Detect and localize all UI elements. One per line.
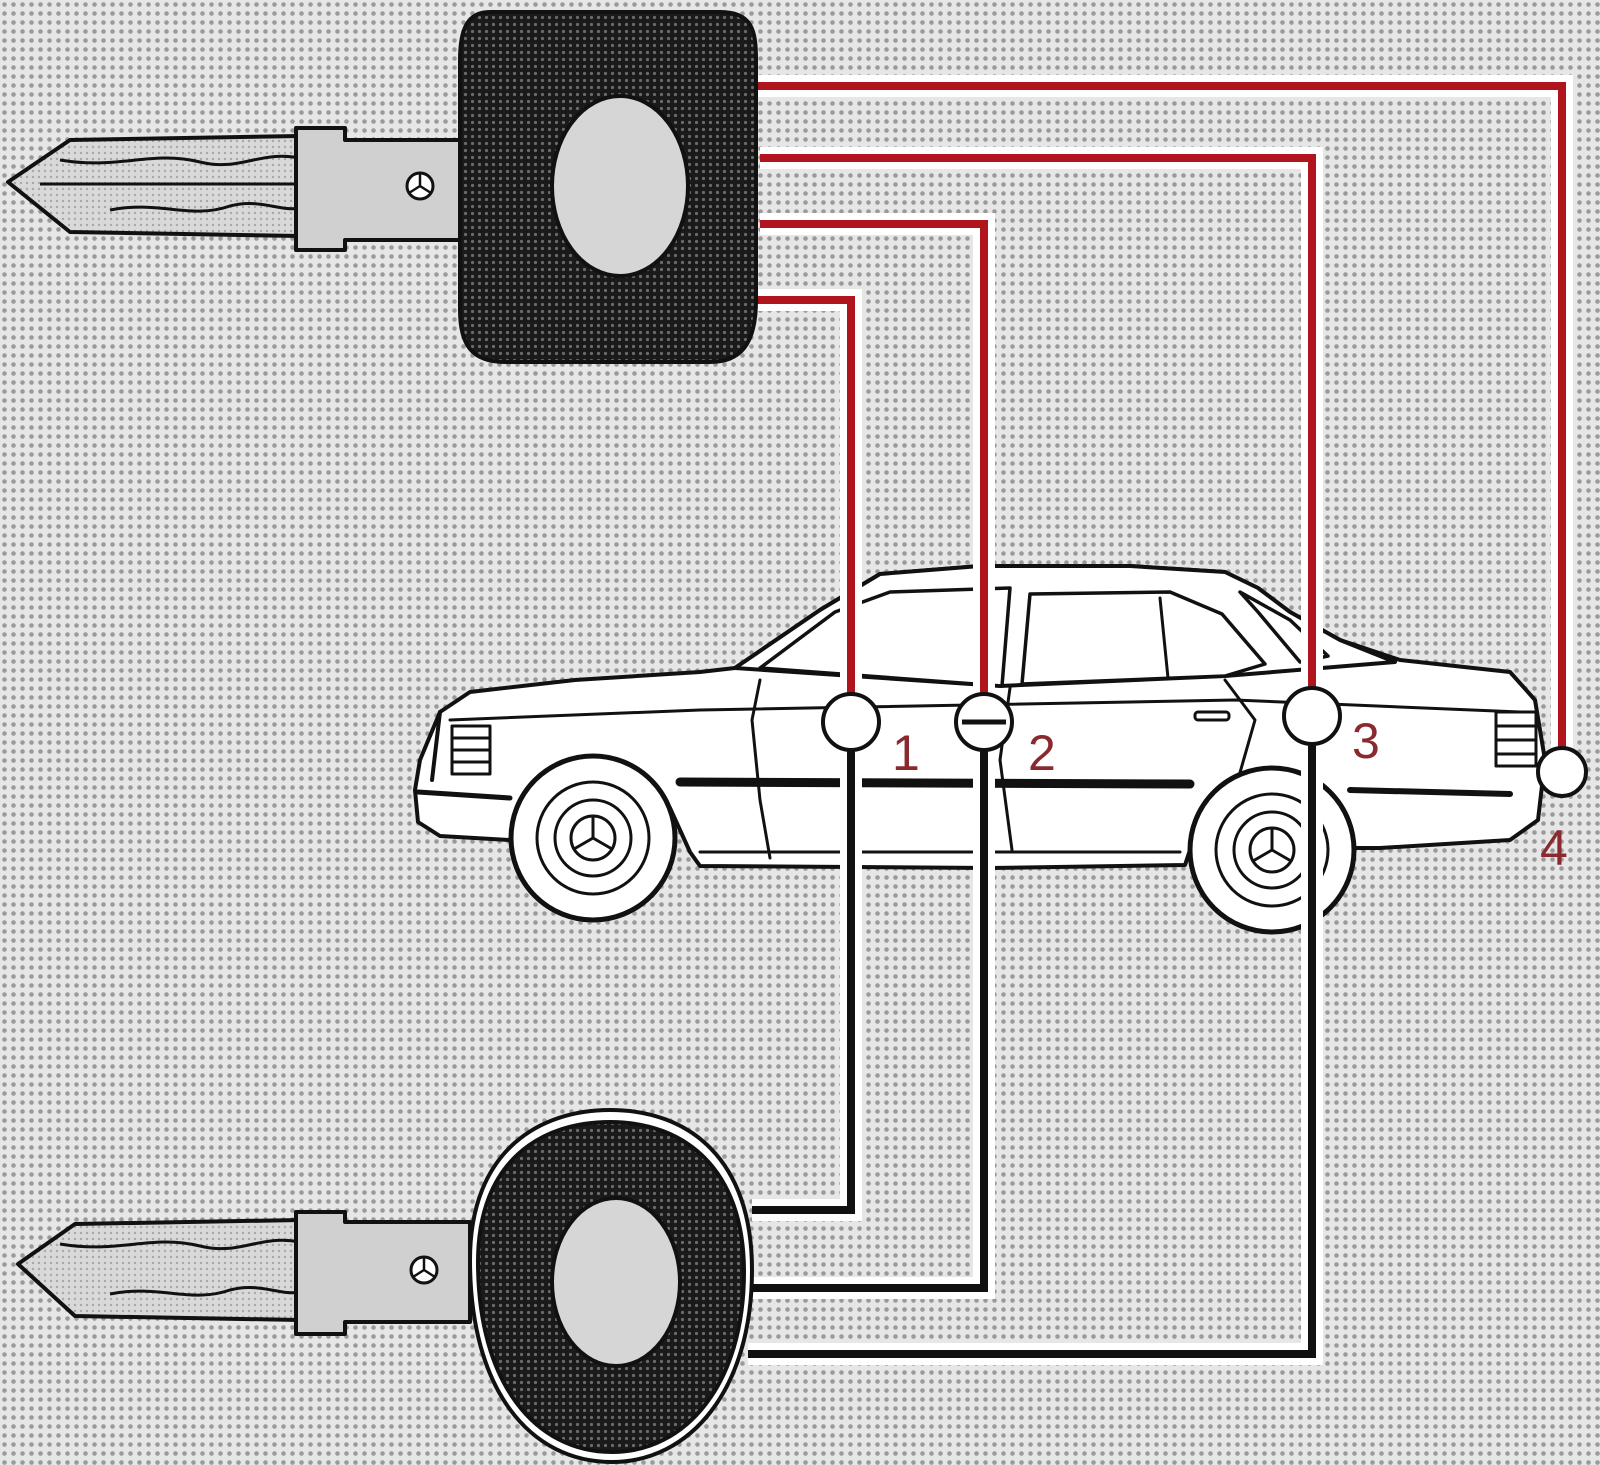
- master-line-to-lock-2: [760, 220, 988, 696]
- master-key-lines: [755, 75, 1573, 748]
- valet-line-to-lock-3: [748, 742, 1316, 1358]
- lock-label-3: 3: [1352, 713, 1380, 769]
- master-line-to-lock-1: [755, 296, 855, 698]
- key-blade-cut-bottom: [109, 201, 301, 213]
- lock-label-4: 4: [1540, 820, 1568, 876]
- window-pillar: [1158, 596, 1170, 680]
- tail-light: [1494, 710, 1538, 768]
- key-shoulder: [294, 1210, 472, 1336]
- key-head-hole: [550, 1196, 682, 1368]
- lock-labels: 1 2 3 4: [892, 713, 1568, 876]
- lock-cylinder-icon: [954, 692, 1014, 752]
- side-trim-strip: [675, 777, 1195, 789]
- rear-wheel: [1187, 765, 1357, 935]
- master-line-to-lock-4: [755, 82, 1566, 748]
- car-key-icon: [16, 1108, 754, 1464]
- grille-edge: [430, 710, 442, 782]
- lock-cylinder-icon: [1282, 686, 1342, 746]
- valet-line-to-lock-2: [752, 746, 988, 1292]
- key-blade-cut-top: [59, 154, 301, 167]
- rear-door-window: [1020, 590, 1267, 686]
- star-emblem-lines: [412, 1257, 436, 1279]
- lock-label-2: 2: [1028, 725, 1056, 781]
- front-wheel: [508, 753, 678, 923]
- rear-trim-strip: [1347, 787, 1513, 797]
- key-to-lock-connections: [748, 75, 1573, 1365]
- key-blade-cut-top: [59, 1238, 301, 1251]
- key-head-hole: [550, 94, 690, 278]
- lock-label-1: 1: [892, 725, 920, 781]
- valet-line-to-lock-1: [752, 746, 855, 1214]
- front-door-seam: [750, 678, 772, 860]
- lock-cylinder-icon: [1536, 746, 1588, 798]
- star-emblem-lines: [408, 173, 432, 195]
- door-locks: [821, 686, 1588, 798]
- rear-door-seam: [1223, 678, 1257, 792]
- valet-key-lines: [748, 742, 1323, 1365]
- headlight: [450, 724, 492, 776]
- key-blade-cut-bottom: [109, 1285, 301, 1297]
- car-key-icon: [6, 10, 758, 364]
- front-window: [758, 586, 1012, 688]
- front-bumper: [415, 789, 513, 801]
- master-line-to-lock-3: [760, 154, 1316, 694]
- lock-cylinder-icon: [821, 692, 881, 752]
- key-shoulder: [294, 126, 472, 252]
- key-blade: [16, 1218, 302, 1322]
- rear-door-handle: [1193, 710, 1231, 722]
